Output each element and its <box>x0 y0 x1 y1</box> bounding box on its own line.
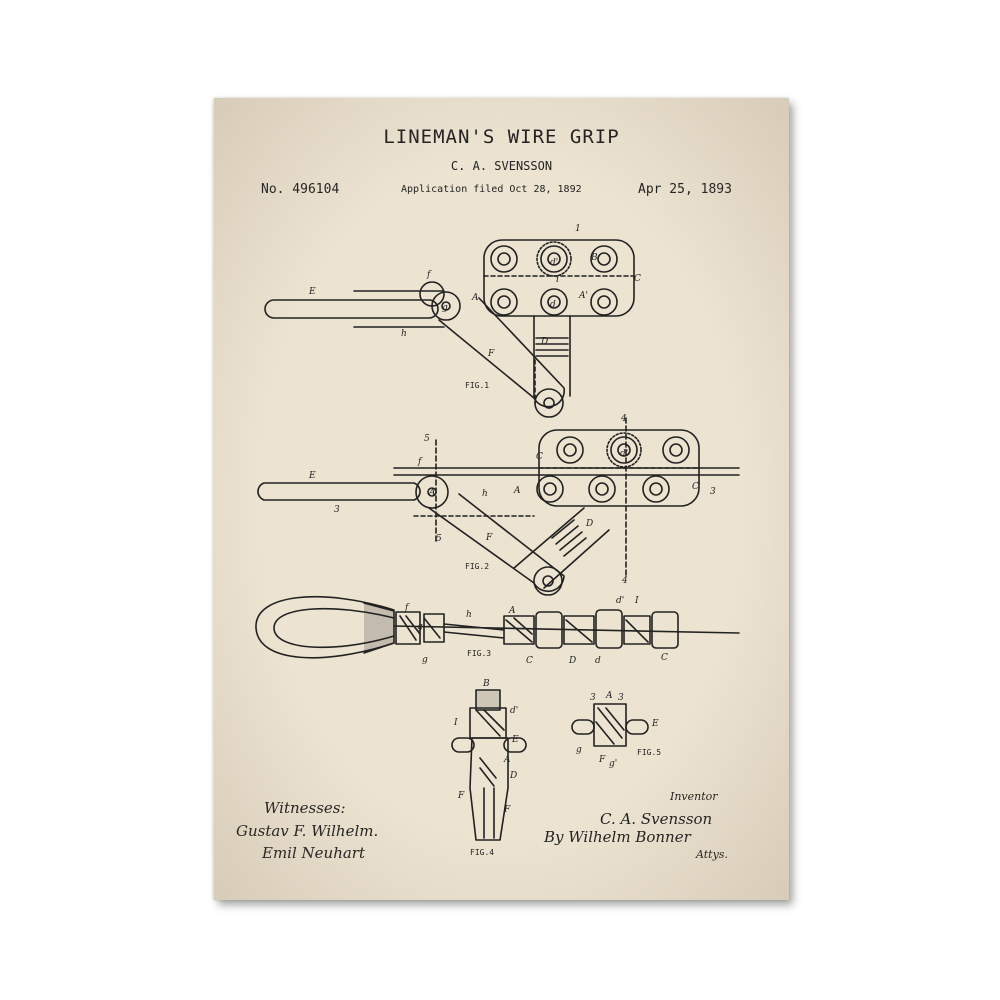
svg-text:g: g <box>422 655 428 665</box>
svg-text:F: F <box>503 805 511 815</box>
inventor-name: C. A. SVENSSON <box>450 159 553 173</box>
svg-text:E: E <box>511 735 519 745</box>
svg-text:D: D <box>540 337 548 347</box>
svg-text:4: 4 <box>620 414 627 424</box>
svg-text:E: E <box>308 287 316 297</box>
svg-text:d: d <box>595 656 601 666</box>
patent-date: Apr 25, 1893 <box>638 182 732 197</box>
svg-text:g': g' <box>417 622 425 632</box>
svg-text:3: 3 <box>590 693 596 703</box>
svg-text:f: f <box>417 457 423 467</box>
svg-text:f: f <box>426 270 432 280</box>
attys-label: Attys. <box>695 848 728 861</box>
figure-5-label: FIG.5 <box>637 748 661 757</box>
svg-text:C: C <box>526 656 533 666</box>
svg-text:3: 3 <box>334 505 340 515</box>
signature-block: Witnesses: Gustav F. Wilhelm. Emil Neuha… <box>236 790 728 862</box>
svg-text:A: A <box>428 488 436 498</box>
patent-number: No. 496104 <box>261 182 340 197</box>
svg-text:B: B <box>590 253 598 263</box>
svg-text:F: F <box>457 791 465 801</box>
svg-text:i: i <box>556 275 559 285</box>
svg-text:C: C <box>536 452 543 462</box>
figure-4-drawing: B I d' E A D F F FIG.4 <box>451 679 527 857</box>
svg-text:d': d' <box>620 449 628 459</box>
svg-text:5: 5 <box>436 534 442 544</box>
svg-text:g: g <box>576 745 582 755</box>
svg-text:4: 4 <box>621 576 628 586</box>
svg-text:C: C <box>661 653 668 663</box>
svg-text:A': A' <box>578 291 588 301</box>
application-filed: Application filed Oct 28, 1892 <box>401 184 582 195</box>
figure-1-drawing: E f g A h F D d' d 1 B C i A' FIG.1 <box>264 224 641 418</box>
svg-text:C: C <box>634 274 641 284</box>
patent-poster: LINEMAN'S WIRE GRIP C. A. SVENSSON No. 4… <box>214 98 789 900</box>
svg-text:g': g' <box>609 759 617 769</box>
patent-drawing: E f g A h F D d' d 1 B C i A' FIG.1 <box>236 224 740 862</box>
svg-text:C: C <box>692 482 699 492</box>
svg-text:d: d <box>550 300 556 310</box>
svg-text:F: F <box>487 349 495 359</box>
svg-text:d': d' <box>616 596 624 606</box>
svg-text:D: D <box>568 656 576 666</box>
patent-title: LINEMAN'S WIRE GRIP <box>383 126 620 148</box>
svg-text:E: E <box>308 471 316 481</box>
attorney-signature: By Wilhelm Bonner <box>543 828 692 846</box>
svg-text:A: A <box>471 293 479 303</box>
witnesses-label: Witnesses: <box>264 799 346 817</box>
figure-5-drawing: 3 A 3 E g F g' FIG.5 <box>571 691 661 769</box>
inventor-label: Inventor <box>669 790 718 803</box>
svg-text:E: E <box>651 719 659 729</box>
svg-text:f: f <box>404 603 410 613</box>
svg-text:D: D <box>509 771 517 781</box>
svg-text:F: F <box>485 533 493 543</box>
witness-2-signature: Emil Neuhart <box>261 844 366 862</box>
witness-1-signature: Gustav F. Wilhelm. <box>236 822 378 840</box>
svg-text:A: A <box>513 486 521 496</box>
figure-2-drawing: E f 5 A 3 h A 5 F D C d' 4 4 C 3 FIG.2 <box>257 414 740 596</box>
svg-text:3: 3 <box>618 693 624 703</box>
figure-4-label: FIG.4 <box>470 848 494 857</box>
figure-1-label: FIG.1 <box>465 381 489 390</box>
svg-text:A: A <box>508 606 516 616</box>
svg-text:1: 1 <box>575 224 581 234</box>
svg-text:d': d' <box>550 258 558 268</box>
svg-text:A: A <box>503 755 511 765</box>
svg-text:d': d' <box>510 706 518 716</box>
svg-text:5: 5 <box>424 434 430 444</box>
svg-text:I: I <box>634 596 639 606</box>
figure-3-label: FIG.3 <box>467 649 491 658</box>
svg-text:F: F <box>598 755 606 765</box>
svg-text:h: h <box>482 489 488 499</box>
svg-text:A: A <box>605 691 613 701</box>
figure-3-drawing: f g' g h A C D d d' I C FIG.3 <box>255 596 740 666</box>
svg-text:h: h <box>401 329 407 339</box>
svg-text:I: I <box>453 718 458 728</box>
svg-text:B: B <box>482 679 490 689</box>
svg-text:3: 3 <box>710 487 716 497</box>
svg-text:h: h <box>466 610 472 620</box>
svg-text:g: g <box>442 303 448 313</box>
figure-2-label: FIG.2 <box>465 562 489 571</box>
inventor-signature: C. A. Svensson <box>600 810 712 828</box>
svg-text:D: D <box>585 519 593 529</box>
